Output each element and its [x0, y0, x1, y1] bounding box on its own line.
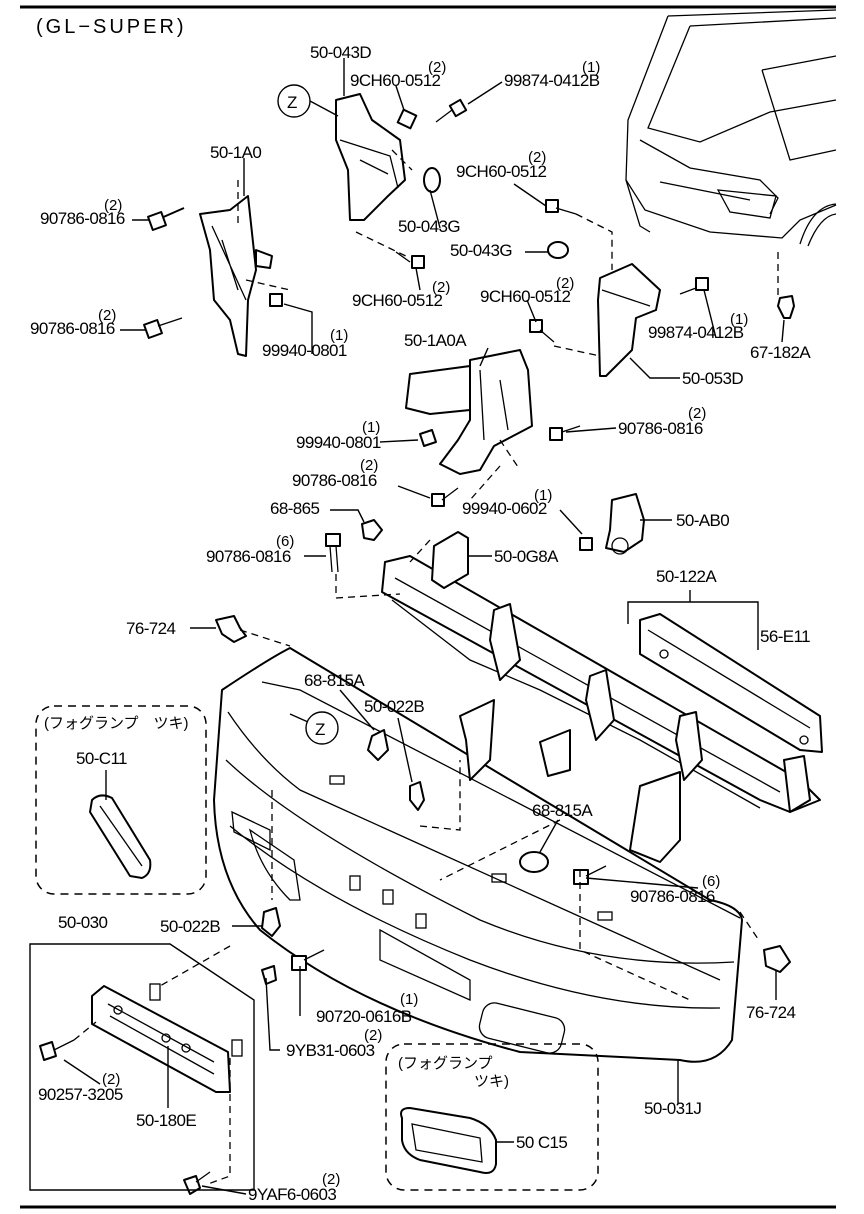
- svg-text:(2): (2): [360, 457, 378, 474]
- svg-text:(2): (2): [98, 307, 116, 324]
- license-bracket-50-180E: [91, 983, 243, 1093]
- callout-50-180E: 50-180E: [136, 1111, 196, 1130]
- callout-50-1A0A: 50-1A0A: [404, 331, 467, 350]
- assembly-dash-lines: [73, 149, 779, 1185]
- callout-50-122A: 50-122A: [656, 567, 717, 586]
- callout-90786-0816: 90786-0816: [30, 319, 115, 338]
- part-50-0G8A: [431, 531, 469, 589]
- callout-99940-0801: 99940-0801: [262, 341, 347, 360]
- bracket-50-AB0: [605, 493, 645, 555]
- svg-text:(2): (2): [428, 59, 446, 76]
- callout-50-022B: 50-022B: [160, 917, 220, 936]
- fog-box-bottom-title-2: ツキ): [474, 1073, 509, 1090]
- fog-bezel-50-C15: [400, 1107, 497, 1174]
- svg-text:(1): (1): [730, 311, 748, 328]
- callout-90786-0816: 90786-0816: [292, 471, 377, 490]
- callout-99874-0412B: 99874-0412B: [504, 71, 600, 90]
- bracket-50-043D: [335, 93, 406, 221]
- bracket-50-1A0: [199, 195, 273, 357]
- callout-76-724: 76-724: [746, 1003, 795, 1022]
- callout-99940-0602: 99940-0602: [462, 499, 547, 518]
- callout-50-030: 50-030: [58, 913, 107, 932]
- svg-text:(2): (2): [432, 279, 450, 296]
- callout-9CH60-0512: 9CH60-0512: [480, 287, 571, 306]
- svg-text:(2): (2): [556, 275, 574, 292]
- callout-99940-0801: 99940-0801: [296, 433, 381, 452]
- reference-marker-z-top: Z: [277, 84, 339, 118]
- svg-text:(6): (6): [276, 533, 294, 550]
- svg-text:(2): (2): [528, 149, 546, 166]
- fog-bezel-50-C15-inner: [411, 1123, 483, 1163]
- svg-text:(2): (2): [322, 1171, 340, 1188]
- callout-68-815A: 68-815A: [304, 671, 365, 690]
- callout-90786-0816: 90786-0816: [40, 209, 125, 228]
- callout-50-1A0: 50-1A0: [210, 143, 261, 162]
- callout-90257-3205: 90257-3205: [38, 1085, 123, 1104]
- svg-text:(1): (1): [330, 327, 348, 344]
- svg-text:(2): (2): [104, 197, 122, 214]
- svg-text:(1): (1): [400, 991, 418, 1008]
- callout-9YAF6-0603: 9YAF6-0603: [248, 1185, 336, 1204]
- bracket-56-E11: [639, 613, 823, 753]
- diagram-title: (GL−SUPER): [36, 16, 187, 38]
- callout-67-182A: 67-182A: [750, 343, 811, 362]
- part-callouts: 50-043D (2) 9CH60-0512 (1) 99874-0412B 5…: [30, 43, 812, 1204]
- svg-text:(2): (2): [102, 1071, 120, 1088]
- bumper-cover: [213, 647, 743, 1063]
- callout-90720-0616B: 90720-0616B: [316, 1007, 412, 1026]
- reference-marker-z-mid: Z: [289, 711, 339, 745]
- svg-text:(1): (1): [362, 419, 380, 436]
- leader-lines: [63, 58, 785, 1195]
- callout-56-E11: 56-E11: [760, 627, 810, 646]
- callout-90786-0816: 90786-0816: [206, 547, 291, 566]
- callout-50-031J: 50-031J: [644, 1099, 701, 1118]
- callout-68-865: 68-865: [270, 499, 319, 518]
- svg-text:(1): (1): [582, 59, 600, 76]
- fog-box-bottom-title-1: (フォグランプ: [398, 1055, 493, 1072]
- callout-50-C11: 50-C11: [76, 749, 127, 768]
- callout-9YB31-0603: 9YB31-0603: [286, 1041, 375, 1060]
- callout-50-0G8A: 50-0G8A: [494, 547, 559, 566]
- callout-50-C15: 50 C15: [516, 1133, 567, 1152]
- callout-50-043G: 50-043G: [398, 217, 460, 236]
- callout-76-724: 76-724: [126, 619, 175, 638]
- fog-box-left-title: (フォグランプ ツキ): [44, 715, 189, 732]
- callout-9CH60-0512: 9CH60-0512: [350, 71, 441, 90]
- bracket-50-1A0A: [405, 349, 533, 475]
- svg-text:Z: Z: [315, 720, 325, 739]
- fog-bezel-50-C11-inner: [99, 805, 143, 867]
- callout-9CH60-0512: 9CH60-0512: [352, 291, 443, 310]
- callout-9CH60-0512: 9CH60-0512: [456, 162, 547, 181]
- svg-text:(2): (2): [364, 1027, 382, 1044]
- callout-68-815A: 68-815A: [532, 801, 593, 820]
- callout-50-043D: 50-043D: [310, 43, 371, 62]
- svg-text:(2): (2): [688, 405, 706, 422]
- fasteners: [39, 98, 795, 1195]
- callout-50-022B: 50-022B: [364, 697, 424, 716]
- svg-text:(6): (6): [702, 873, 720, 890]
- fog-option-box-left: [35, 705, 207, 895]
- fog-option-box-bottom: [385, 1043, 599, 1191]
- svg-text:Z: Z: [287, 93, 297, 112]
- callout-90786-0816: 90786-0816: [630, 887, 715, 906]
- callout-50-043G: 50-043G: [450, 241, 512, 260]
- box-50-030: [29, 943, 255, 1191]
- vehicle-outline: [625, 9, 837, 247]
- bumper-reinforcement: [381, 555, 821, 863]
- callout-50-053D: 50-053D: [682, 369, 743, 388]
- callout-90786-0816: 90786-0816: [618, 419, 703, 438]
- bracket-50-053D: [597, 263, 661, 377]
- callout-99874-0412B: 99874-0412B: [648, 323, 744, 342]
- callout-50-AB0: 50-AB0: [676, 511, 729, 530]
- svg-text:(1): (1): [534, 487, 552, 504]
